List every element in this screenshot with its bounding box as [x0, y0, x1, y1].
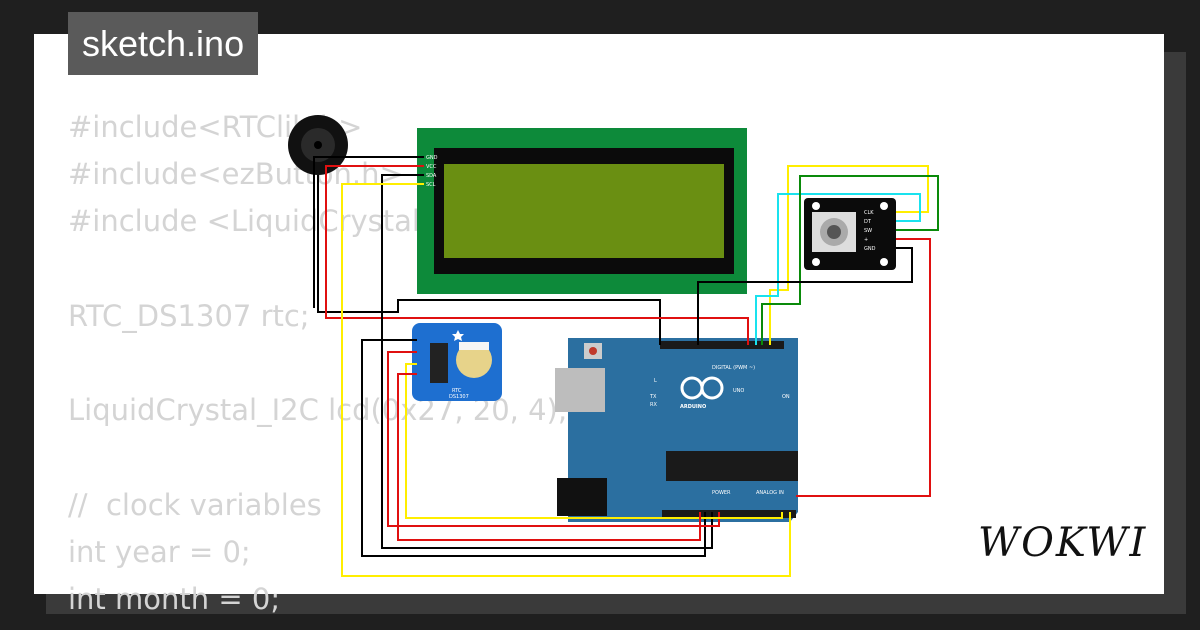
lcd-pin-scl: SCL [426, 182, 436, 188]
digital-label: DIGITAL (PWM ~) [712, 365, 755, 371]
code-line: #include<ezButton.h> [68, 157, 404, 192]
code-line: LiquidCrystal_I2C lcd(0x27, 20, 4); [68, 393, 568, 428]
rtc-label: RTC [452, 388, 462, 394]
encoder-pin-sw: SW [864, 228, 872, 234]
wire-yellow [405, 363, 783, 519]
analog-label: ANALOG IN [756, 490, 784, 496]
power-analog-header [662, 510, 796, 518]
wire-black [313, 156, 424, 308]
encoder-pin-dt: DT [864, 219, 872, 225]
rtc-chip [430, 343, 448, 383]
sketch-title: sketch.ino [68, 12, 259, 75]
arduino-uno[interactable]: UNO ARDUINO DIGITAL (PWM ~) POWER ANALOG… [555, 338, 798, 522]
buzzer[interactable] [288, 115, 348, 175]
power-label: POWER [712, 490, 731, 496]
wires [313, 156, 939, 577]
rtc-module[interactable]: RTC DS1307 [412, 323, 502, 401]
encoder-pin-clk: CLK [864, 210, 874, 216]
wire-black [361, 339, 706, 557]
wire-red [387, 351, 720, 527]
rtc-battery-clip [459, 342, 489, 350]
encoder-mount-hole [812, 202, 820, 210]
code-line: RTC_DS1307 rtc; [68, 298, 310, 333]
rotary-encoder[interactable]: CLK DT SW + GND [804, 198, 896, 270]
atmega-chip [666, 451, 798, 481]
power-jack [557, 478, 607, 516]
wire-yellow [769, 165, 929, 345]
encoder-shaft [827, 225, 841, 239]
encoder-mount-hole [880, 258, 888, 266]
wire-red [325, 165, 749, 345]
buzzer-hole [314, 141, 322, 149]
lcd-pin-gnd: GND [426, 155, 438, 161]
encoder-mount-hole [880, 202, 888, 210]
star-icon [452, 330, 464, 341]
wire-yellow [341, 183, 791, 577]
code-line: int month = 0; [68, 581, 281, 616]
wire-red [397, 373, 701, 541]
lcd-pin-vcc: VCC [426, 164, 437, 170]
arduino-brand: ARDUINO [680, 404, 706, 410]
wire-red [796, 238, 931, 497]
digital-header [660, 341, 784, 349]
lcd-pin-sda: SDA [426, 173, 437, 179]
usb-port [555, 368, 605, 412]
wire-green [761, 175, 939, 345]
lcd-module[interactable]: GND VCC SDA SCL [417, 128, 747, 294]
lcd-screen [444, 164, 724, 258]
encoder-mount-hole [812, 258, 820, 266]
code-line: int year = 0; [68, 534, 251, 569]
preview-card[interactable]: #include<RTClib.h>#include<ezButton.h>#i… [34, 34, 1164, 616]
wire-cyan [755, 193, 921, 345]
rtc-battery [456, 342, 492, 378]
arduino-model: UNO [733, 388, 744, 394]
rtc-model: DS1307 [449, 394, 469, 400]
encoder-pin-plus: + [864, 237, 868, 243]
tx-label: TX [649, 394, 657, 400]
wokwi-logo: WOKWI [978, 520, 1148, 566]
reset-button-cap [589, 347, 597, 355]
wire-black [697, 247, 913, 345]
encoder-pin-gnd: GND [864, 246, 876, 252]
arduino-logo-icon [700, 376, 724, 400]
wire-black [381, 174, 713, 549]
l-label: L [654, 378, 657, 384]
on-label: ON [782, 394, 790, 400]
wire-black [317, 175, 661, 345]
rx-label: RX [650, 402, 657, 408]
code-line: // clock variables [68, 487, 322, 522]
